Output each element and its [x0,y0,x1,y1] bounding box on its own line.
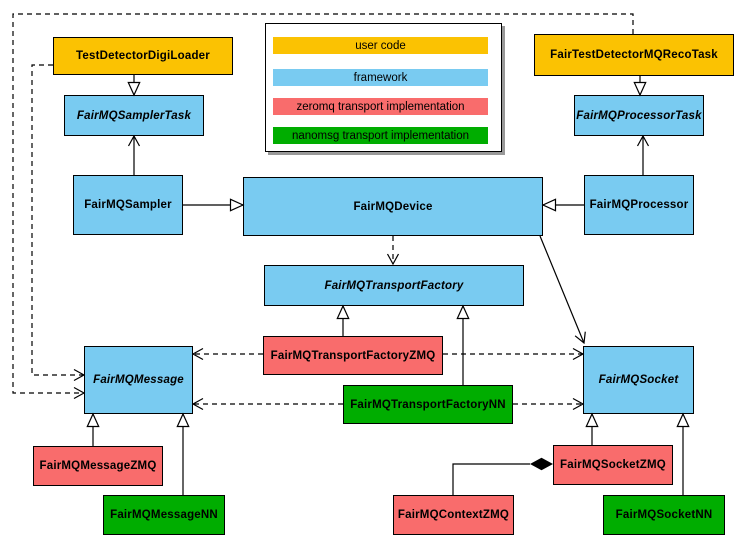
class-box-fairmqprocessor: FairMQProcessor [584,175,694,235]
class-box-fairmqdevice: FairMQDevice [243,177,543,236]
edge-association-device-socket [539,235,586,345]
class-box-fairmqcontextzmq: FairMQContextZMQ [393,495,514,535]
class-box-fairtestdetectormqrecotask: FairTestDetectorMQRecoTask [534,34,734,76]
class-box-fairmqtransportfactory: FairMQTransportFactory [264,265,524,306]
legend-item-user-code: user code [273,37,488,54]
class-box-fairmqmessagenn: FairMQMessageNN [103,495,225,535]
class-box-fairmqsocketzmq: FairMQSocketZMQ [553,445,673,485]
composition-diamond [530,457,553,471]
class-box-fairmqtransportfactorynn: FairMQTransportFactoryNN [343,385,513,424]
class-box-fairmqprocessortask: FairMQProcessorTask [574,95,704,136]
legend-item-nanomsg: nanomsg transport implementation [273,127,488,144]
legend-label: zeromq transport implementation [296,100,465,113]
legend-item-framework: framework [273,69,488,86]
legend-label: nanomsg transport implementation [291,129,470,142]
legend-box: user code framework zeromq transport imp… [265,23,502,152]
edge-composition-contextzmq-socketzmq [452,457,553,495]
class-box-fairmqmessage: FairMQMessage [84,346,193,414]
class-box-testdetectordigiloader: TestDetectorDigiLoader [53,37,233,75]
class-box-fairmqsocket: FairMQSocket [583,346,694,414]
class-box-fairmqmessagezmq: FairMQMessageZMQ [33,446,163,486]
legend-label: user code [355,39,406,52]
legend-item-zeromq: zeromq transport implementation [273,98,488,115]
class-box-fairmqtransportfactoryzmq: FairMQTransportFactoryZMQ [263,336,443,375]
class-box-fairmqsamplertask: FairMQSamplerTask [64,95,204,136]
legend-label: framework [353,71,408,84]
class-box-fairmqsampler: FairMQSampler [73,175,183,235]
class-box-fairmqsocketnn: FairMQSocketNN [603,495,725,535]
